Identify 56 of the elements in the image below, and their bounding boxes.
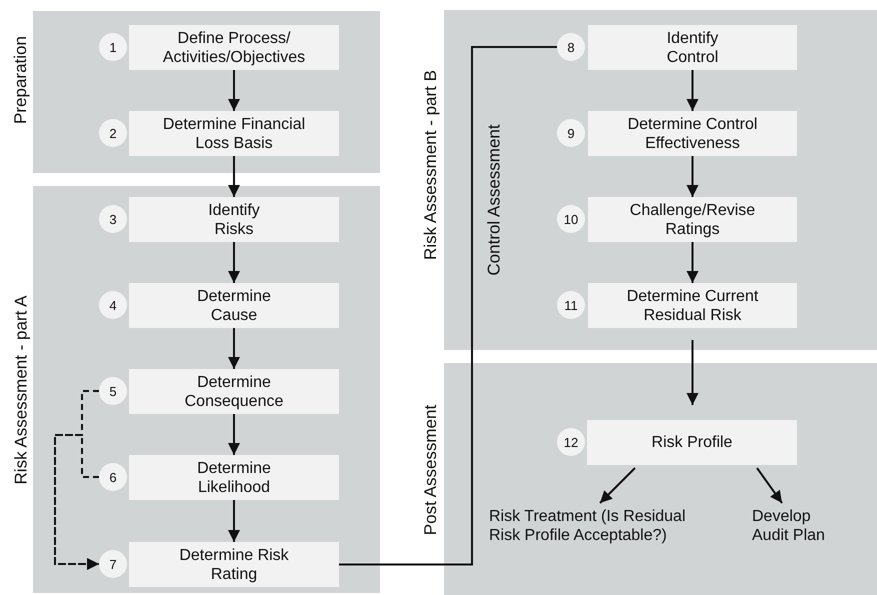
subsection-label: Control Assessment	[484, 124, 504, 276]
arrow	[228, 500, 240, 542]
section-label: Post Assessment	[421, 404, 442, 536]
arrow	[686, 156, 698, 197]
step-label: Challenge/Revise Ratings	[628, 200, 756, 238]
process-box: Risk Profile	[587, 420, 797, 465]
arrow	[228, 328, 240, 369]
step-number: 2	[99, 119, 127, 147]
step-number: 4	[99, 291, 127, 319]
connector	[756, 467, 783, 504]
step-label: Determine Likelihood	[196, 458, 272, 496]
section-label: Risk Assessment - part A	[10, 296, 31, 484]
step-label: Determine Control Effectiveness	[626, 114, 758, 152]
process-box	[129, 455, 339, 500]
step-number: 9	[557, 119, 585, 147]
step-number: 10	[557, 205, 585, 233]
process-box	[129, 111, 339, 156]
step-number: 5	[99, 377, 127, 405]
connector	[339, 46, 557, 566]
step-number: 6	[99, 463, 127, 491]
step-label: Identify Risks	[207, 200, 261, 238]
step-number: 3	[99, 205, 127, 233]
step-number: 12	[557, 428, 585, 456]
process-box	[129, 25, 339, 70]
step-label: Determine Risk Rating	[178, 546, 290, 584]
connector	[686, 340, 698, 405]
step-number: 1	[99, 33, 127, 61]
process-box	[588, 197, 797, 242]
process-box	[129, 283, 339, 328]
step-number: 7	[99, 550, 127, 578]
arrow	[686, 242, 698, 283]
step-label: Identify Control	[666, 28, 720, 66]
process-box	[129, 369, 339, 414]
step-label: Define Process/ Activities/Objectives	[162, 28, 306, 66]
arrow	[228, 156, 240, 197]
step-label: Develop Audit Plan	[752, 507, 826, 545]
process-box	[588, 283, 797, 328]
arrow	[228, 70, 240, 111]
section-label: Preparation	[10, 36, 31, 124]
process-box	[588, 25, 797, 70]
step-number: 11	[557, 291, 585, 319]
step-label: Determine Consequence	[184, 372, 284, 410]
dashed-connector	[54, 434, 99, 570]
process-box	[588, 111, 797, 156]
process-box	[129, 197, 339, 242]
step-label: Determine Cause	[196, 286, 272, 324]
section-label: Risk Assessment - part B	[420, 70, 441, 260]
process-box	[129, 542, 339, 587]
step-label: Determine Current Residual Risk	[626, 286, 760, 324]
step-number: 8	[557, 33, 585, 61]
step-label: Determine Financial Loss Basis	[162, 114, 306, 152]
outcome-text: Risk Treatment (Is Residual Risk Profile Acceptable?)	[489, 507, 689, 567]
connector	[599, 467, 636, 504]
arrow	[686, 70, 698, 111]
arrow	[228, 242, 240, 283]
arrow	[228, 414, 240, 455]
